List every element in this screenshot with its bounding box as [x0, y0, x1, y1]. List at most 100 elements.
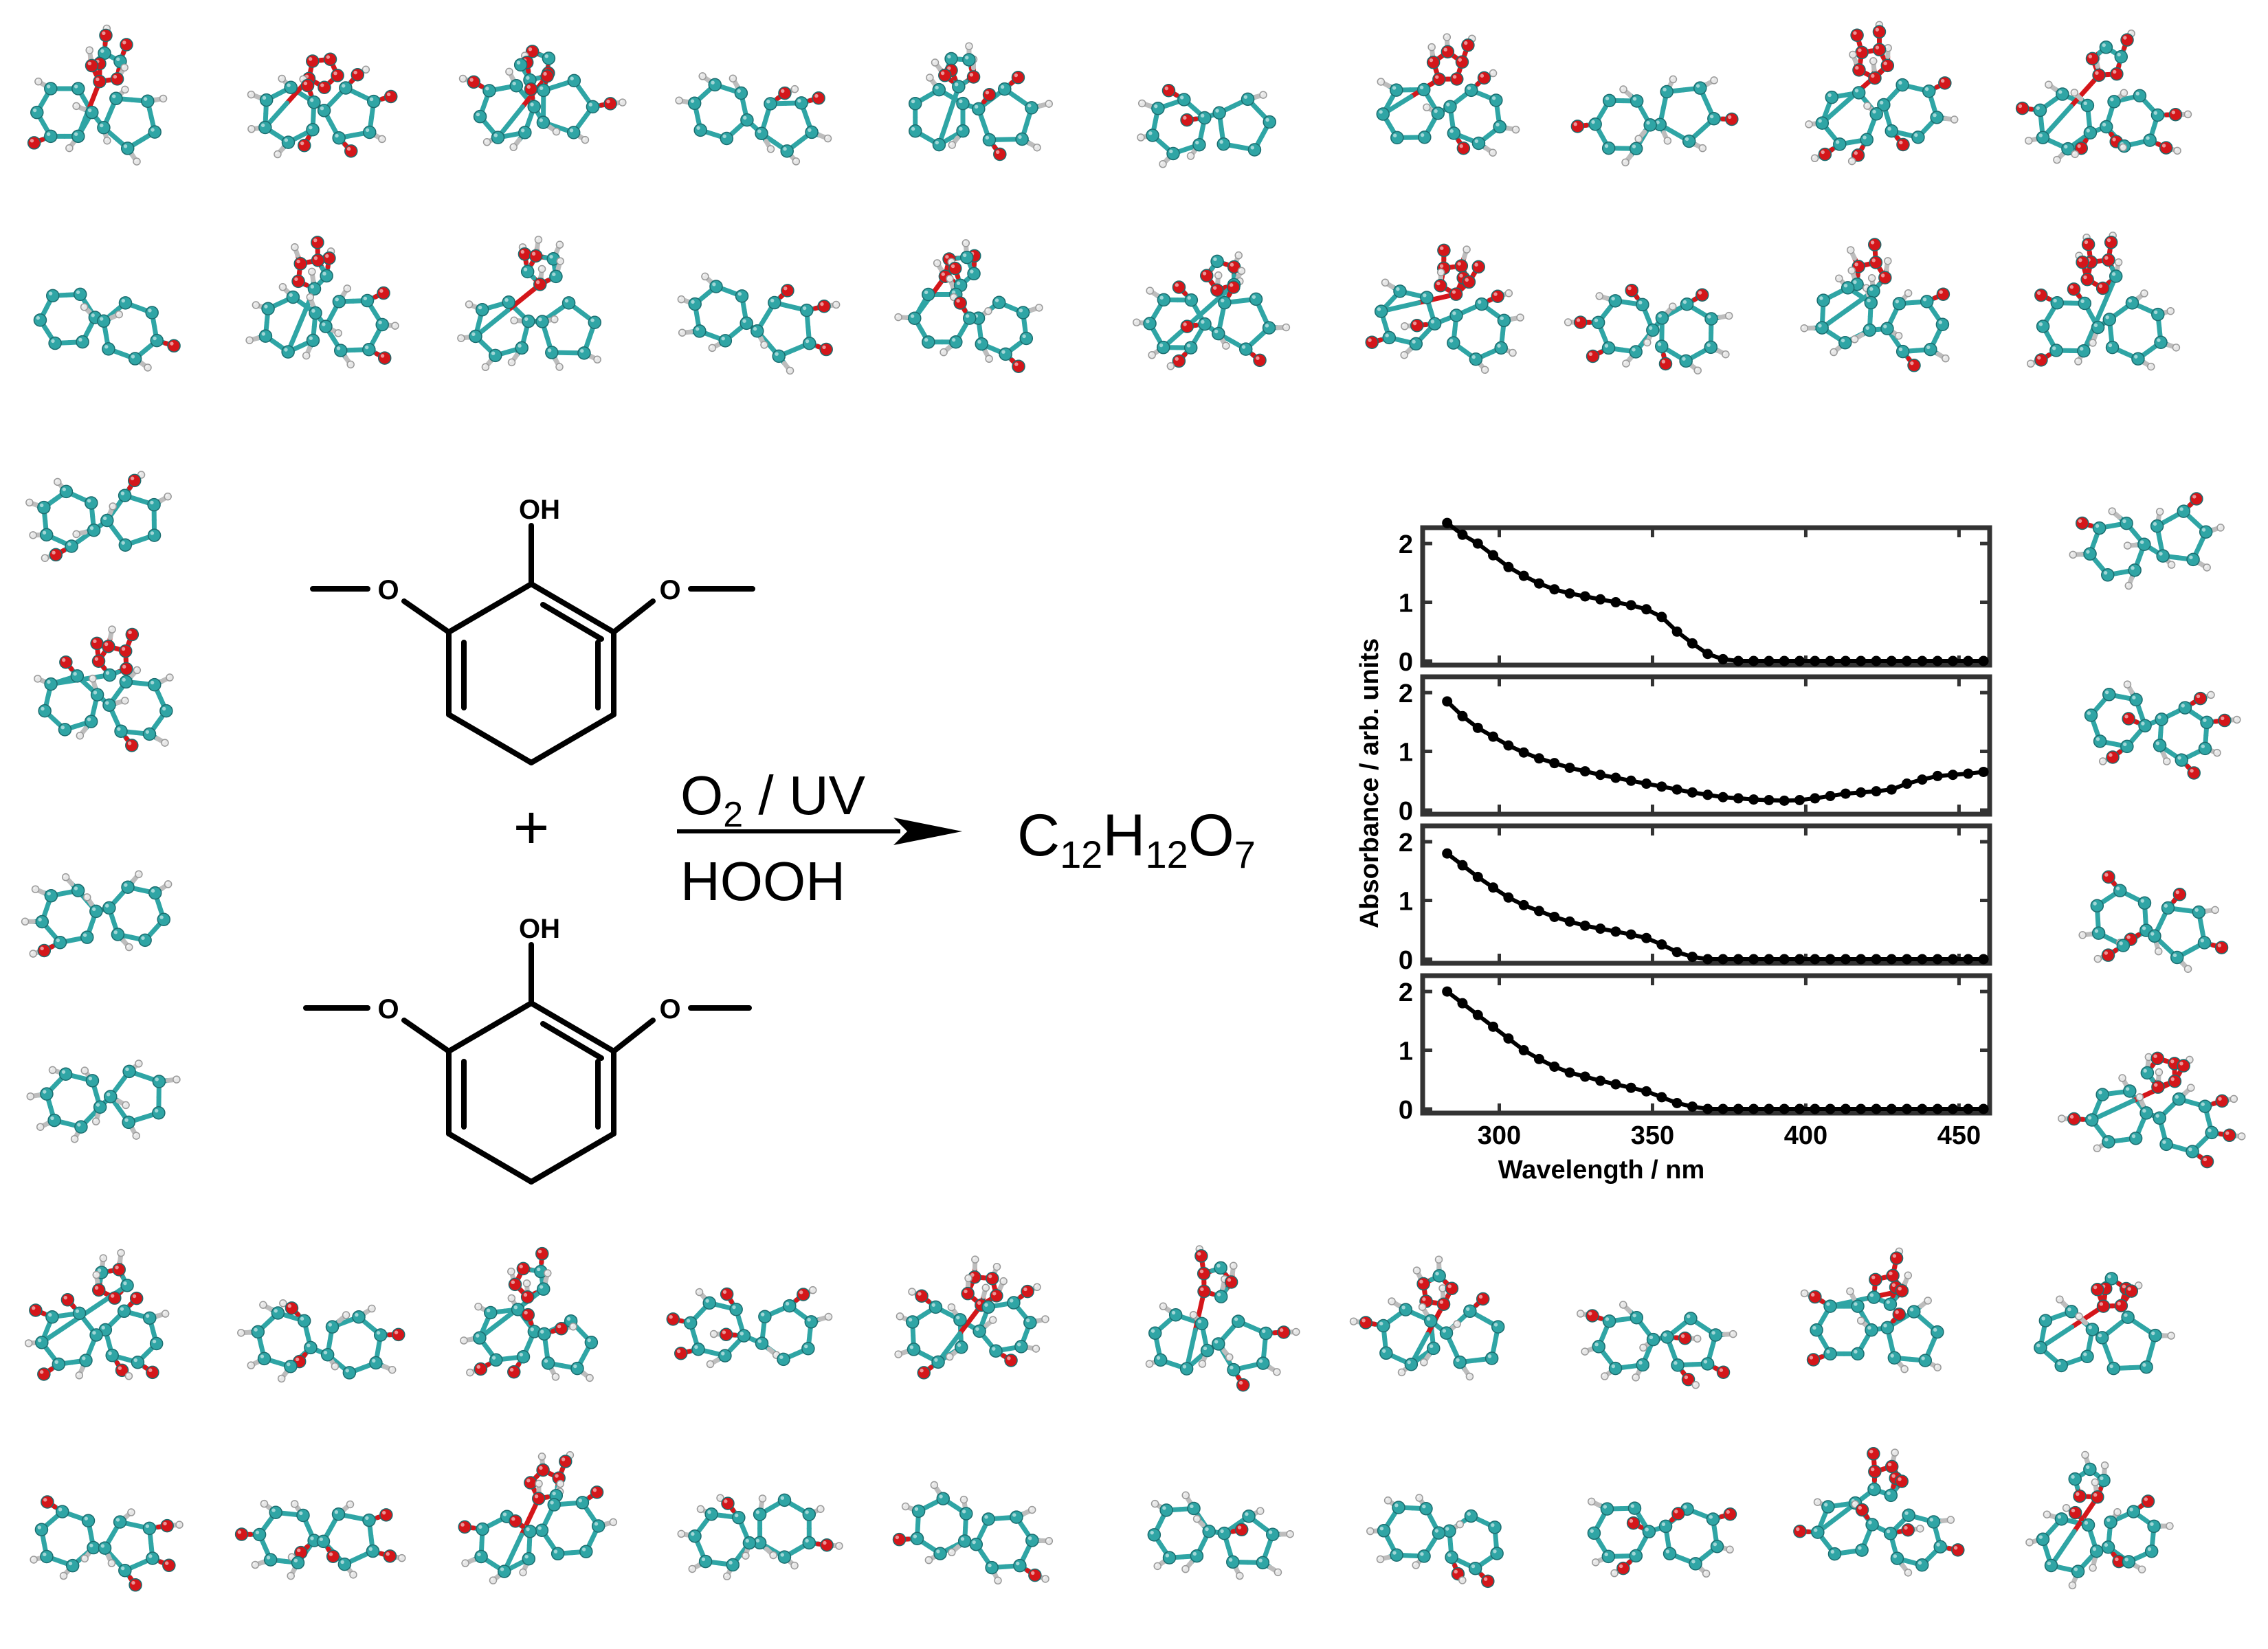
data-point — [1748, 1103, 1759, 1114]
data-point — [1457, 529, 1468, 540]
y-tick-label: 0 — [1399, 946, 1413, 975]
data-point — [1472, 871, 1483, 882]
panel-frame — [1420, 973, 1992, 1116]
data-point — [1825, 655, 1836, 666]
data-point — [1902, 954, 1913, 965]
data-point — [1932, 770, 1943, 781]
data-point — [1472, 538, 1483, 549]
data-point — [1503, 740, 1514, 751]
data-point — [1595, 1075, 1606, 1086]
data-point — [1564, 916, 1575, 927]
data-point — [1625, 600, 1636, 611]
spectrum-line — [1445, 521, 1984, 663]
data-point — [1610, 772, 1621, 783]
data-point — [1794, 954, 1805, 965]
ball-and-stick-molecule-icon — [1805, 21, 1959, 166]
data-point — [1579, 1071, 1590, 1082]
data-point — [1794, 794, 1805, 805]
data-point — [1840, 1103, 1851, 1114]
ball-and-stick-molecule-icon — [2034, 1272, 2175, 1376]
data-point — [1947, 770, 1958, 781]
data-point — [1856, 954, 1867, 965]
ball-and-stick-molecule-icon — [33, 287, 181, 372]
y-tick-label: 1 — [1399, 1037, 1413, 1066]
data-point — [1442, 986, 1453, 997]
data-point — [1610, 597, 1621, 608]
ball-and-stick-molecule-icon — [675, 72, 832, 166]
spectrum-panel-3: 0 1 2 — [1399, 823, 1992, 975]
ball-and-stick-molecule-icon — [677, 1493, 843, 1581]
data-point — [1917, 655, 1928, 666]
data-point — [1978, 1103, 1989, 1114]
data-point — [1442, 517, 1453, 528]
data-point — [1733, 1103, 1744, 1114]
data-point — [1963, 954, 1974, 965]
ball-and-stick-molecule-icon — [25, 471, 172, 562]
data-point — [1963, 768, 1974, 779]
data-point — [1794, 1103, 1805, 1114]
ball-and-stick-molecule-icon — [26, 1059, 181, 1143]
data-point — [1564, 588, 1575, 599]
data-point — [1595, 770, 1606, 781]
data-point — [1947, 954, 1958, 965]
data-point — [1810, 793, 1821, 804]
y-tick-label: 0 — [1399, 648, 1413, 677]
data-point — [1671, 1097, 1682, 1108]
data-point — [1932, 954, 1943, 965]
data-point — [1886, 1103, 1897, 1114]
ball-and-stick-molecule-icon — [27, 24, 168, 166]
hydroxyl-label-bottom: OH — [519, 914, 560, 944]
spectrum-panel-4: 012 — [1399, 973, 1992, 1125]
ball-and-stick-molecule-icon — [1376, 33, 1520, 157]
data-point — [1932, 655, 1943, 666]
methoxy-oxygen-right-top: O — [659, 575, 680, 605]
data-point — [1564, 1067, 1575, 1078]
data-point — [1549, 584, 1560, 595]
x-tick-label: 300 — [1478, 1121, 1521, 1150]
data-point — [1825, 1103, 1836, 1114]
arrow-condition-bottom: HOOH — [680, 851, 845, 912]
ball-and-stick-molecule-icon — [892, 1481, 1054, 1585]
data-point — [1825, 790, 1836, 801]
data-point — [1717, 1103, 1728, 1114]
data-point — [1687, 1101, 1698, 1112]
ball-and-stick-molecule-icon — [1145, 1245, 1300, 1392]
data-point — [1717, 653, 1728, 664]
data-point — [1856, 787, 1867, 798]
data-point — [1518, 1045, 1529, 1056]
data-point — [1595, 594, 1606, 605]
ball-and-stick-molecule-icon — [460, 1246, 599, 1382]
y-axis-label: Absorbance / arb. units — [1355, 638, 1384, 928]
hydroxyl-label-top: OH — [519, 495, 560, 525]
data-point — [1702, 954, 1713, 965]
ball-and-stick-molecule-icon — [1564, 283, 1733, 374]
data-point — [1518, 747, 1529, 758]
data-point — [1764, 1103, 1775, 1114]
data-point — [1917, 774, 1928, 785]
data-point — [1625, 1082, 1636, 1093]
data-point — [1840, 655, 1851, 666]
x-axis-label: Wavelength / nm — [1498, 1156, 1705, 1185]
data-point — [1457, 998, 1468, 1009]
ball-and-stick-molecule-icon — [1365, 243, 1524, 374]
x-tick-label: 350 — [1631, 1121, 1674, 1150]
data-point — [1533, 1053, 1544, 1064]
data-point — [1671, 947, 1682, 958]
data-point — [1856, 1103, 1867, 1114]
y-tick-label: 1 — [1399, 888, 1413, 917]
arrow-condition-top: O2 / UV — [680, 765, 866, 835]
data-point — [1488, 731, 1499, 742]
ball-and-stick-molecule-icon — [1793, 1447, 1965, 1577]
data-point — [1748, 794, 1759, 805]
data-point — [1733, 793, 1744, 804]
ball-and-stick-molecule-icon — [2069, 492, 2225, 590]
data-point — [1947, 1103, 1958, 1114]
y-tick-label: 2 — [1399, 829, 1413, 857]
y-tick-label: 2 — [1399, 680, 1413, 708]
data-point — [1671, 784, 1682, 795]
y-tick-label: 0 — [1399, 1096, 1413, 1125]
plus-sign: + — [513, 794, 550, 862]
data-point — [1871, 1103, 1882, 1114]
data-point — [1442, 696, 1453, 707]
ball-and-stick-molecule-icon — [234, 1499, 406, 1580]
